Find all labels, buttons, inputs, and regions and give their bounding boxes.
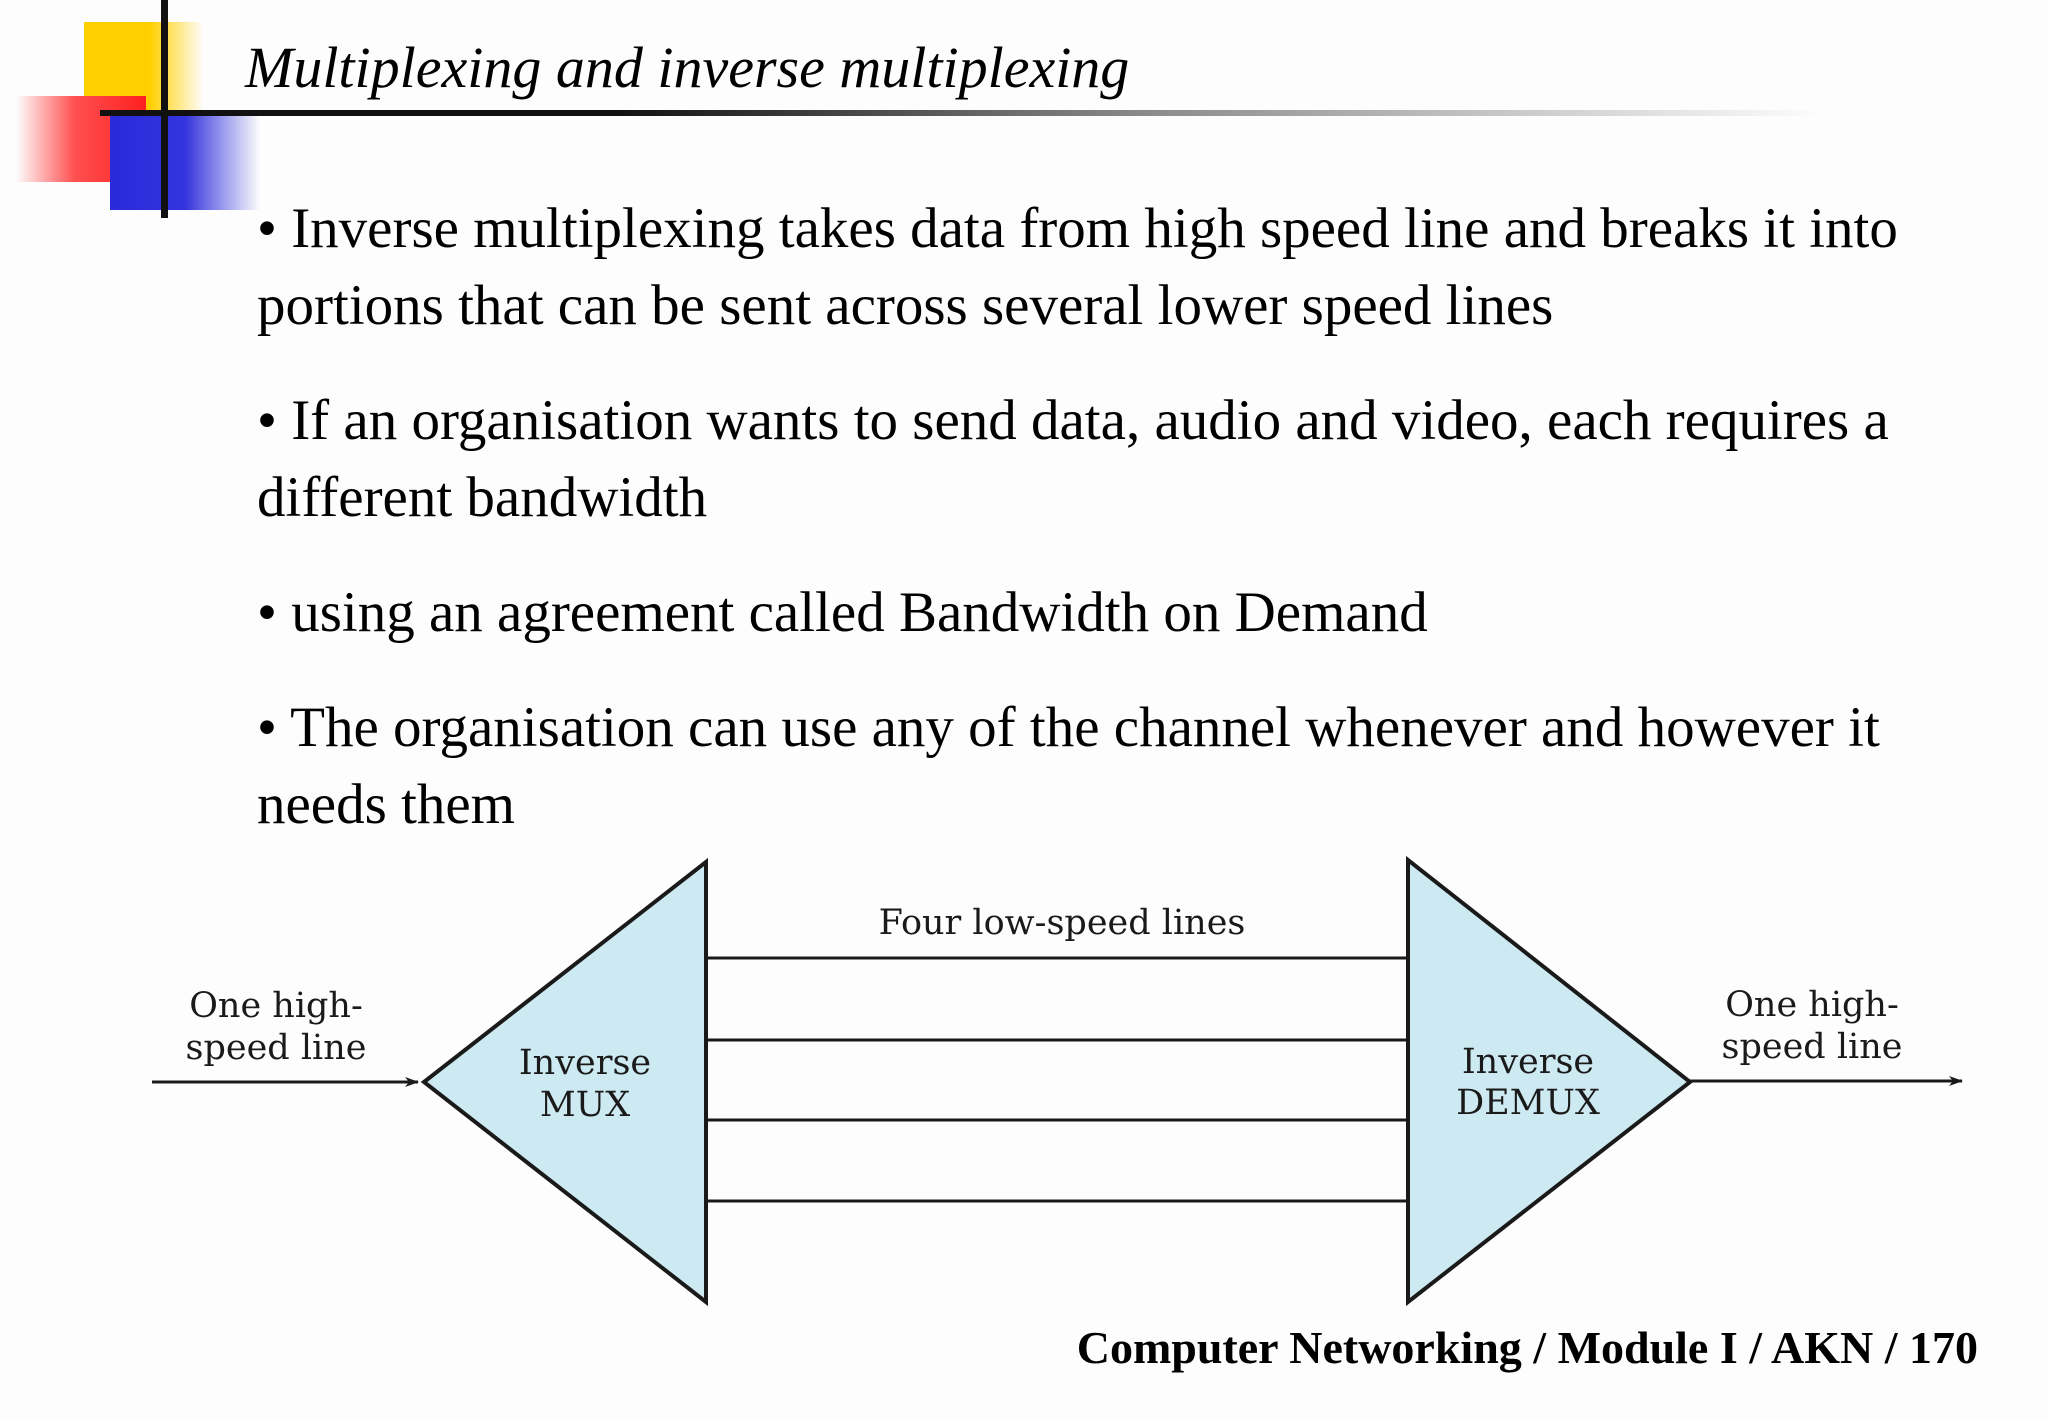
left-line-label-2: speed line: [186, 1028, 367, 1068]
left-line-label-1: One high-: [189, 986, 363, 1026]
right-line-label-1: One high-: [1725, 985, 1899, 1025]
demux-label-2: DEMUX: [1456, 1083, 1600, 1123]
bullet-list: • Inverse multiplexing takes data from h…: [257, 190, 1977, 881]
bullet-item: • The organisation can use any of the ch…: [257, 696, 1880, 836]
demux-label-1: Inverse: [1462, 1042, 1594, 1082]
inverse-demux-block: [1406, 855, 1694, 1307]
inverse-mux-block: [420, 857, 708, 1307]
bullet-item: • Inverse multiplexing takes data from h…: [257, 197, 1898, 337]
inverse-mux-diagram: Four low-speed lines One high- speed lin…: [152, 855, 1963, 1307]
logo-vertical-line: [161, 0, 168, 218]
bullet-item: • using an agreement called Bandwidth on…: [257, 581, 1428, 644]
slide-title: Multiplexing and inverse multiplexing: [245, 35, 1130, 100]
low-speed-lines-label: Four low-speed lines: [879, 903, 1246, 943]
slide-footer: Computer Networking / Module I / AKN / 1…: [1076, 1322, 1978, 1373]
bullet-item: • If an organisation wants to send data,…: [257, 389, 1889, 529]
logo-blue-square: [110, 112, 260, 210]
mux-label-1: Inverse: [519, 1043, 651, 1083]
right-line-label-2: speed line: [1722, 1027, 1903, 1067]
mux-label-2: MUX: [540, 1085, 630, 1125]
title-underline: [100, 110, 1820, 116]
